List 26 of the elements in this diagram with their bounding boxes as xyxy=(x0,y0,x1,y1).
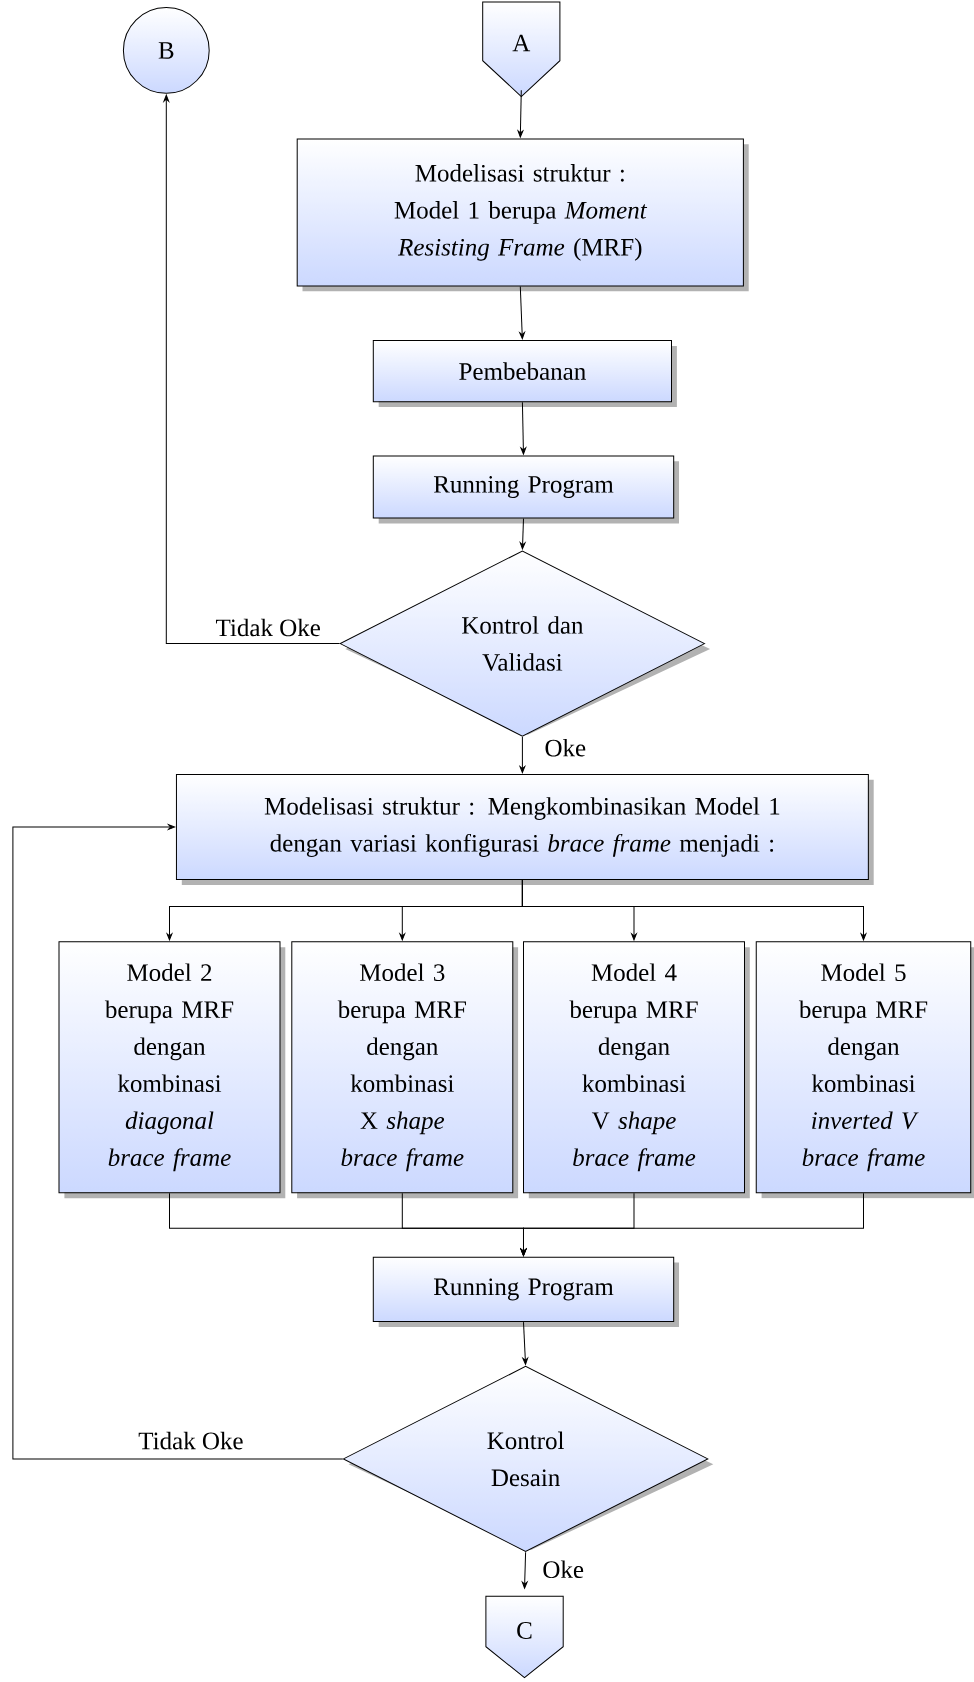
process-box: Running Program xyxy=(372,455,679,524)
process-box: Model 2 berupa MRF dengan kombinasi diagonal brace frame xyxy=(58,941,286,1199)
arrow xyxy=(520,1192,864,1256)
off-page-connector: C xyxy=(485,1595,564,1679)
arrow xyxy=(163,94,341,645)
arrow xyxy=(519,285,525,340)
process-box: Model 5 berupa MRF dengan kombinasi inverted V brace frame xyxy=(755,941,974,1199)
arrow xyxy=(522,1321,529,1365)
off-page-connector: A xyxy=(482,1,561,97)
arrow xyxy=(521,1551,528,1589)
arrow xyxy=(517,89,524,138)
edge-label: Tidak Oke xyxy=(214,617,322,638)
arrow xyxy=(520,401,527,455)
process-box: Modelisasi struktur : Mengkombinasikan Model 1 dengan variasi konfigurasi brace frame menjadi : xyxy=(175,773,874,885)
arrow xyxy=(519,736,526,774)
process-box: Model 4 berupa MRF dengan kombinasi V shape brace frame xyxy=(523,941,750,1199)
edge-label: Oke xyxy=(543,737,588,758)
edge-label: Tidak Oke xyxy=(137,1430,245,1451)
process-box: Model 3 berupa MRF dengan kombinasi X shape brace frame xyxy=(291,941,519,1199)
process-box: Running Program xyxy=(372,1256,679,1327)
arrow xyxy=(521,879,867,941)
arrow xyxy=(519,518,526,550)
edge-label: Oke xyxy=(541,1559,585,1580)
process-box: Modelisasi struktur : Model 1 berupa Moment Resisting Frame (MRF) xyxy=(296,138,749,292)
arrow xyxy=(12,824,344,1460)
process-box: Pembebanan xyxy=(372,340,677,408)
